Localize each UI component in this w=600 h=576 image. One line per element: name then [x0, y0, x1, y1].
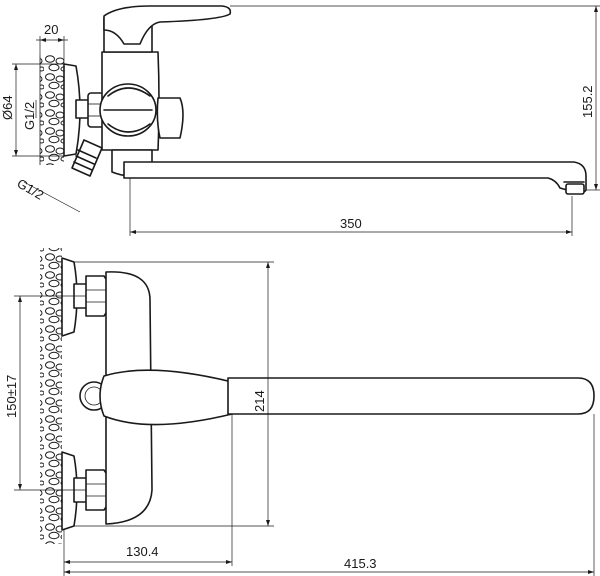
lever-handle-front	[99, 369, 233, 426]
angled-inlet	[71, 139, 103, 177]
dim-flange-diameter: Ø64	[0, 95, 15, 120]
dim-height: 155.2	[580, 85, 595, 118]
side-view	[39, 5, 587, 195]
front-view	[40, 248, 595, 544]
spout-front	[227, 377, 595, 415]
wall-section-front	[40, 248, 62, 544]
lever-handle-side	[103, 5, 232, 45]
dim-inlet-thread-side: G1/2	[22, 102, 37, 130]
dim-center-distance: 150±17	[4, 375, 19, 418]
upper-nut	[85, 275, 109, 317]
spout-side	[123, 161, 587, 194]
dim-body-width: 130.4	[126, 544, 159, 559]
dim-spout-reach: 350	[340, 216, 362, 231]
diverter-lever-side	[156, 97, 184, 139]
dim-inlet-thread-angled: G1/2	[15, 176, 47, 203]
dim-overall-length: 415.3	[344, 556, 377, 571]
dim-wall-offset: 20	[44, 22, 58, 37]
dimensions-front-view: 150±17 214 130.4 415.3	[4, 261, 595, 576]
aerator-side	[565, 183, 585, 195]
lower-nut	[85, 469, 109, 511]
wall-section-side	[40, 55, 64, 165]
dim-overall-height-front: 214	[252, 390, 267, 412]
